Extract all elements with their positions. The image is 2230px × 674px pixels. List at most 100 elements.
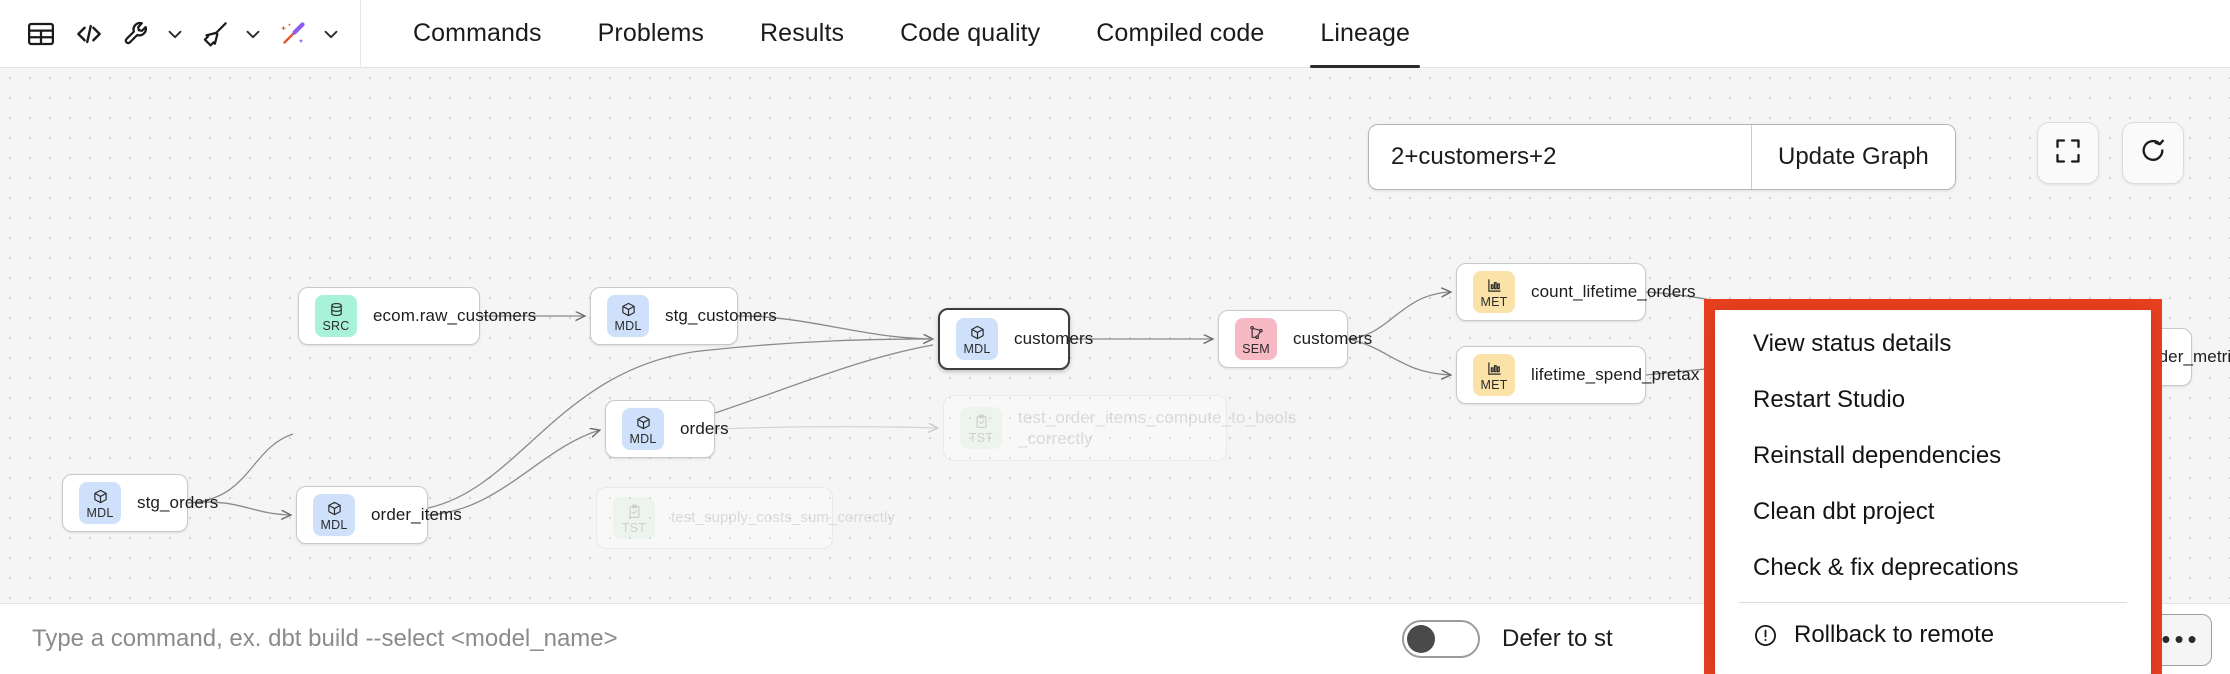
node-label: lifetime_spend_pretax	[1531, 365, 1700, 385]
tab-code-quality[interactable]: Code quality	[872, 0, 1068, 68]
tab-results[interactable]: Results	[732, 0, 872, 68]
badge-type-label: TST	[968, 430, 994, 445]
cube-icon	[93, 487, 108, 506]
tab-label: Code quality	[900, 19, 1041, 47]
defer-label: Defer to st	[1502, 625, 1613, 652]
menu-item-check-fix-deprecations[interactable]: Check & fix deprecations	[1715, 540, 2151, 596]
node-label: stg_orders	[137, 493, 219, 513]
tab-label: Problems	[597, 19, 705, 47]
wrench-icon-button[interactable]	[114, 11, 160, 57]
more-options-icon: •••	[2161, 624, 2201, 655]
more-options-button[interactable]: •••	[2150, 614, 2212, 666]
mdl-badge: MDL	[956, 318, 998, 360]
node-label: test_supply_costs_sum_correctly	[671, 508, 896, 526]
toggle-knob	[1407, 625, 1435, 653]
badge-type-label: MDL	[963, 341, 991, 356]
node-label: orders	[680, 419, 729, 439]
lineage-node-customers-model[interactable]: MDL customers	[938, 308, 1093, 370]
lineage-node-lifetime-spend-pretax[interactable]: MET lifetime_spend_pretax	[1456, 346, 1699, 404]
menu-item-label: View status details	[1753, 330, 1952, 357]
broom-icon-button[interactable]	[192, 11, 238, 57]
node-label: test_order_items_compute_to_bools _corre…	[1018, 407, 1297, 448]
clipboard-check-icon	[974, 412, 989, 431]
menu-item-reinstall-dependencies[interactable]: Reinstall dependencies	[1715, 428, 2151, 484]
node-label: stg_customers	[665, 306, 777, 326]
tab-problems[interactable]: Problems	[570, 0, 732, 68]
magic-wand-icon-button[interactable]	[270, 11, 316, 57]
mdl-badge: MDL	[622, 408, 664, 450]
broom-chevron-down-icon[interactable]	[238, 11, 268, 57]
menu-item-restart-studio[interactable]: Restart Studio	[1715, 372, 2151, 428]
cube-icon	[621, 300, 636, 319]
format-tools-group	[192, 11, 268, 57]
menu-item-label: Reinstall dependencies	[1753, 442, 2002, 469]
tab-label: Commands	[413, 19, 542, 47]
code-view-button[interactable]	[66, 11, 112, 57]
tab-label: Compiled code	[1096, 19, 1265, 47]
update-graph-button[interactable]: Update Graph	[1751, 125, 1955, 189]
fullscreen-button[interactable]	[2037, 122, 2099, 184]
menu-item-label: Clean dbt project	[1753, 498, 1935, 525]
update-graph-label: Update Graph	[1778, 143, 1929, 170]
tab-commands[interactable]: Commands	[385, 0, 570, 68]
tst-badge: TST	[613, 497, 655, 539]
bar-chart-icon	[1487, 359, 1502, 378]
tab-label: Results	[760, 19, 845, 47]
tab-bar: Commands Problems Results Code quality C…	[361, 0, 1438, 68]
node-label: customers	[1014, 329, 1094, 349]
clipboard-check-icon	[627, 502, 642, 521]
badge-type-label: SEM	[1242, 341, 1270, 356]
lineage-node-stg-customers[interactable]: MDL stg_customers	[590, 287, 777, 345]
met-badge: MET	[1473, 354, 1515, 396]
fullscreen-icon	[2054, 137, 2082, 170]
defer-toggle[interactable]	[1402, 620, 1480, 658]
bar-chart-icon	[1487, 276, 1502, 295]
menu-item-rollback-to-remote[interactable]: Rollback to remote	[1715, 607, 2151, 663]
badge-type-label: MET	[1480, 294, 1508, 309]
ai-chevron-down-icon[interactable]	[316, 11, 346, 57]
database-icon	[329, 300, 344, 319]
badge-type-label: MDL	[320, 517, 348, 532]
badge-type-label: MDL	[614, 318, 642, 333]
met-badge: MET	[1473, 271, 1515, 313]
node-label: count_lifetime_orders	[1531, 282, 1696, 302]
lineage-search-group: Update Graph	[1368, 124, 1956, 190]
lineage-node-customers-semantic[interactable]: SEM customers	[1218, 310, 1372, 368]
tab-label: Lineage	[1320, 19, 1411, 47]
lineage-search-input[interactable]	[1369, 125, 1751, 189]
top-toolbar: Commands Problems Results Code quality C…	[0, 0, 2230, 68]
semantic-icon	[1249, 323, 1264, 342]
tab-compiled-code[interactable]: Compiled code	[1068, 0, 1292, 68]
menu-separator	[1739, 602, 2127, 603]
menu-item-clean-dbt-project[interactable]: Clean dbt project	[1715, 484, 2151, 540]
lineage-node-order-items[interactable]: MDL order_items	[296, 486, 462, 544]
editor-tool-group	[0, 0, 361, 68]
menu-item-label: Rollback to remote	[1794, 621, 1995, 648]
badge-type-label: SRC	[322, 318, 350, 333]
menu-item-label: Restart Studio	[1753, 386, 1906, 413]
status-context-menu: View status details Restart Studio Reins…	[1715, 310, 2151, 674]
ai-tools-group	[270, 11, 346, 57]
fix-tools-group	[114, 11, 190, 57]
cube-icon	[327, 499, 342, 518]
lineage-node-orders[interactable]: MDL orders	[605, 400, 729, 458]
lineage-node-count-lifetime-orders[interactable]: MET count_lifetime_orders	[1456, 263, 1696, 321]
badge-type-label: TST	[621, 520, 647, 535]
lineage-node-ecom-raw-customers[interactable]: SRC ecom.raw_customers	[298, 287, 536, 345]
node-label: order_items	[371, 505, 462, 525]
refresh-graph-button[interactable]	[2122, 122, 2184, 184]
table-view-button[interactable]	[18, 11, 64, 57]
lineage-node-test-order-items[interactable]: TST test_order_items_compute_to_bools _c…	[943, 395, 1296, 461]
sem-badge: SEM	[1235, 318, 1277, 360]
src-badge: SRC	[315, 295, 357, 337]
node-label: ecom.raw_customers	[373, 306, 537, 326]
lineage-node-stg-orders[interactable]: MDL stg_orders	[62, 474, 218, 532]
node-label: customers	[1293, 329, 1373, 349]
wrench-chevron-down-icon[interactable]	[160, 11, 190, 57]
menu-item-view-status-details[interactable]: View status details	[1715, 316, 2151, 372]
lineage-node-test-supply-costs[interactable]: TST test_supply_costs_sum_correctly	[596, 487, 895, 549]
command-input[interactable]	[32, 625, 1402, 653]
tab-lineage[interactable]: Lineage	[1292, 0, 1438, 68]
mdl-badge: MDL	[607, 295, 649, 337]
